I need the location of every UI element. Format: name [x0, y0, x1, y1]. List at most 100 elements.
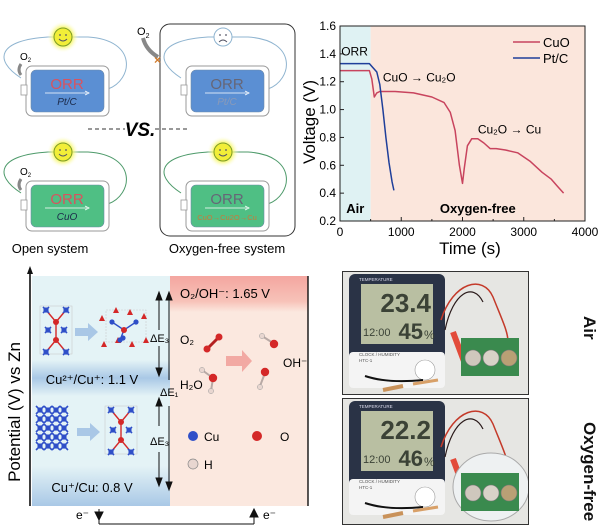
x-tick-label: 1000 — [388, 225, 415, 239]
y-tick-label: 1.4 — [319, 47, 336, 61]
orr-label: ORR — [50, 191, 84, 208]
device-button-icon[interactable] — [414, 359, 436, 381]
y-tick-label: 1.0 — [319, 103, 336, 117]
electron-circuit — [94, 507, 259, 525]
photo-label-oxygen-free: Oxygen-free — [580, 422, 599, 522]
x-axis-label: Time (s) — [439, 239, 501, 258]
cuo-crystal-product-icon — [104, 405, 138, 456]
y-tick-label: 0.4 — [319, 186, 336, 200]
x-mark-icon: × — [154, 53, 161, 67]
series-line-cuo — [340, 69, 565, 194]
region-label-air: Air — [346, 201, 364, 216]
temperature-readout: 22.2 — [380, 415, 431, 445]
y-tick-label: 0.8 — [319, 130, 336, 144]
coin-cell-1 — [464, 349, 482, 367]
humidity-readout: 45 — [399, 319, 423, 344]
catalyst-label: CuO — [57, 212, 78, 223]
orr-label: ORR — [210, 191, 244, 208]
coin-cell-3 — [500, 349, 518, 367]
delta-e-top: ΔE₃ — [150, 333, 169, 345]
species-h2o: H₂O — [180, 378, 203, 392]
device-photo-illustration: TEMPERATURE 22.2 12:00 46 % CLOCK / HUMI… — [343, 399, 528, 524]
legend-label-cu: Cu — [204, 430, 219, 444]
level-label-o2-oh: O₂/OH⁻: 1.65 V — [180, 286, 270, 301]
time-readout: 12:00 — [363, 327, 391, 339]
catalyst-label: Pt/C — [217, 97, 237, 108]
humidity-readout: 46 — [399, 446, 423, 471]
electron-right-label: e⁻ — [263, 508, 276, 522]
lcd-screen — [361, 411, 433, 471]
battery-cell-3: ORR Pt/C — [163, 27, 287, 117]
temperature-readout: 23.4 — [380, 288, 431, 318]
o2-label: O2 — [20, 52, 32, 64]
legend-label-cuo: CuO — [543, 35, 570, 50]
axis-arrow-icon — [27, 266, 33, 274]
y-tick-label: 1.2 — [319, 75, 336, 89]
species-oh: OH⁻ — [283, 356, 307, 370]
x-tick-label: 4000 — [572, 225, 599, 239]
device-button-icon[interactable] — [414, 486, 436, 508]
happy-face-icon — [213, 142, 233, 162]
catalyst-label: CuO→Cu2O→Cu — [197, 213, 257, 222]
level-label-cu1-cu: Cu⁺/Cu: 0.8 V — [51, 480, 133, 495]
screen-top-label: TEMPERATURE — [359, 404, 393, 409]
battery-cell-4: ORR CuO→Cu2O→Cu — [163, 136, 287, 232]
blocked-o2-indicator: O2 × — [137, 26, 161, 67]
electron-left-label: e⁻ — [76, 508, 89, 522]
legend-label-h: H — [204, 458, 213, 472]
legend-atom-h — [187, 458, 199, 470]
o2-flow-arrow-icon — [17, 63, 23, 76]
vs-label: VS. — [125, 120, 156, 141]
cu1-cu-level-band — [32, 466, 170, 506]
o2-label: O2 — [20, 167, 32, 179]
coin-cell-1 — [464, 484, 482, 502]
catalyst-label: Pt/C — [57, 97, 77, 108]
cuo-crystal-icon — [39, 305, 73, 356]
region-oxygen-free — [370, 26, 585, 221]
oxygen-free-caption: Oxygen-free system — [169, 241, 285, 256]
level-label-cu2-cu1: Cu²⁺/Cu⁺: 1.1 V — [46, 372, 139, 387]
orr-label: ORR — [50, 76, 84, 93]
legend-label-ptc: Pt/C — [543, 51, 568, 66]
potential-axis-label: Potential (V) vs Zn — [5, 342, 24, 482]
lcd-screen — [361, 284, 433, 344]
transform-arrow-top-icon — [75, 323, 98, 341]
open-system-caption: Open system — [12, 241, 89, 256]
species-o2: O₂ — [180, 333, 194, 347]
h2o-molecule-icon — [199, 367, 218, 394]
orr-label: ORR — [210, 76, 244, 93]
happy-face-icon — [53, 142, 73, 162]
photo-oxygen-free: TEMPERATURE 22.2 12:00 46 % CLOCK / HUMI… — [342, 398, 529, 525]
happy-face-icon — [53, 27, 73, 47]
svg-text:O2: O2 — [137, 26, 150, 40]
cu2o-crystal-icon — [99, 307, 149, 347]
brand-label-1: CLOCK / HUMIDITY — [359, 479, 400, 484]
y-tick-label: 0.2 — [319, 214, 336, 228]
panel-a-schematic: VS. O2ORRPt/CO2ORRCuOORRPt/CORRCuO→Cu2O→… — [3, 21, 296, 256]
coin-cell-3 — [500, 484, 518, 502]
legend-label-o: O — [280, 430, 289, 444]
annotation-3: Cu₂O → Cu — [478, 122, 541, 136]
y-axis-label: Voltage (V) — [300, 80, 319, 164]
x-tick-label: 2000 — [449, 225, 476, 239]
legend-atom-o — [252, 431, 262, 441]
cu2-cu1-level-band — [32, 360, 170, 396]
chart-legend: CuO Pt/C — [513, 35, 570, 66]
region-label-oxygen-free: Oxygen-free — [440, 201, 516, 216]
oxygen-free-frame — [159, 23, 296, 237]
coin-cell-2 — [482, 349, 500, 367]
oh-molecule-icon — [257, 333, 279, 390]
o2-oh-level-band — [170, 276, 308, 312]
screen-top-label: TEMPERATURE — [359, 277, 393, 282]
annotation-2: CuO → Cu₂O — [383, 71, 456, 85]
coin-cell-2 — [482, 484, 500, 502]
sad-face-icon — [213, 27, 233, 47]
region-air — [340, 26, 371, 221]
annotation-1: ORR — [341, 44, 368, 58]
time-readout: 12:00 — [363, 454, 391, 466]
x-tick-label: 3000 — [510, 225, 537, 239]
device-photo-illustration: TEMPERATURE 23.4 12:00 45 % CLOCK / HUMI… — [343, 272, 528, 394]
